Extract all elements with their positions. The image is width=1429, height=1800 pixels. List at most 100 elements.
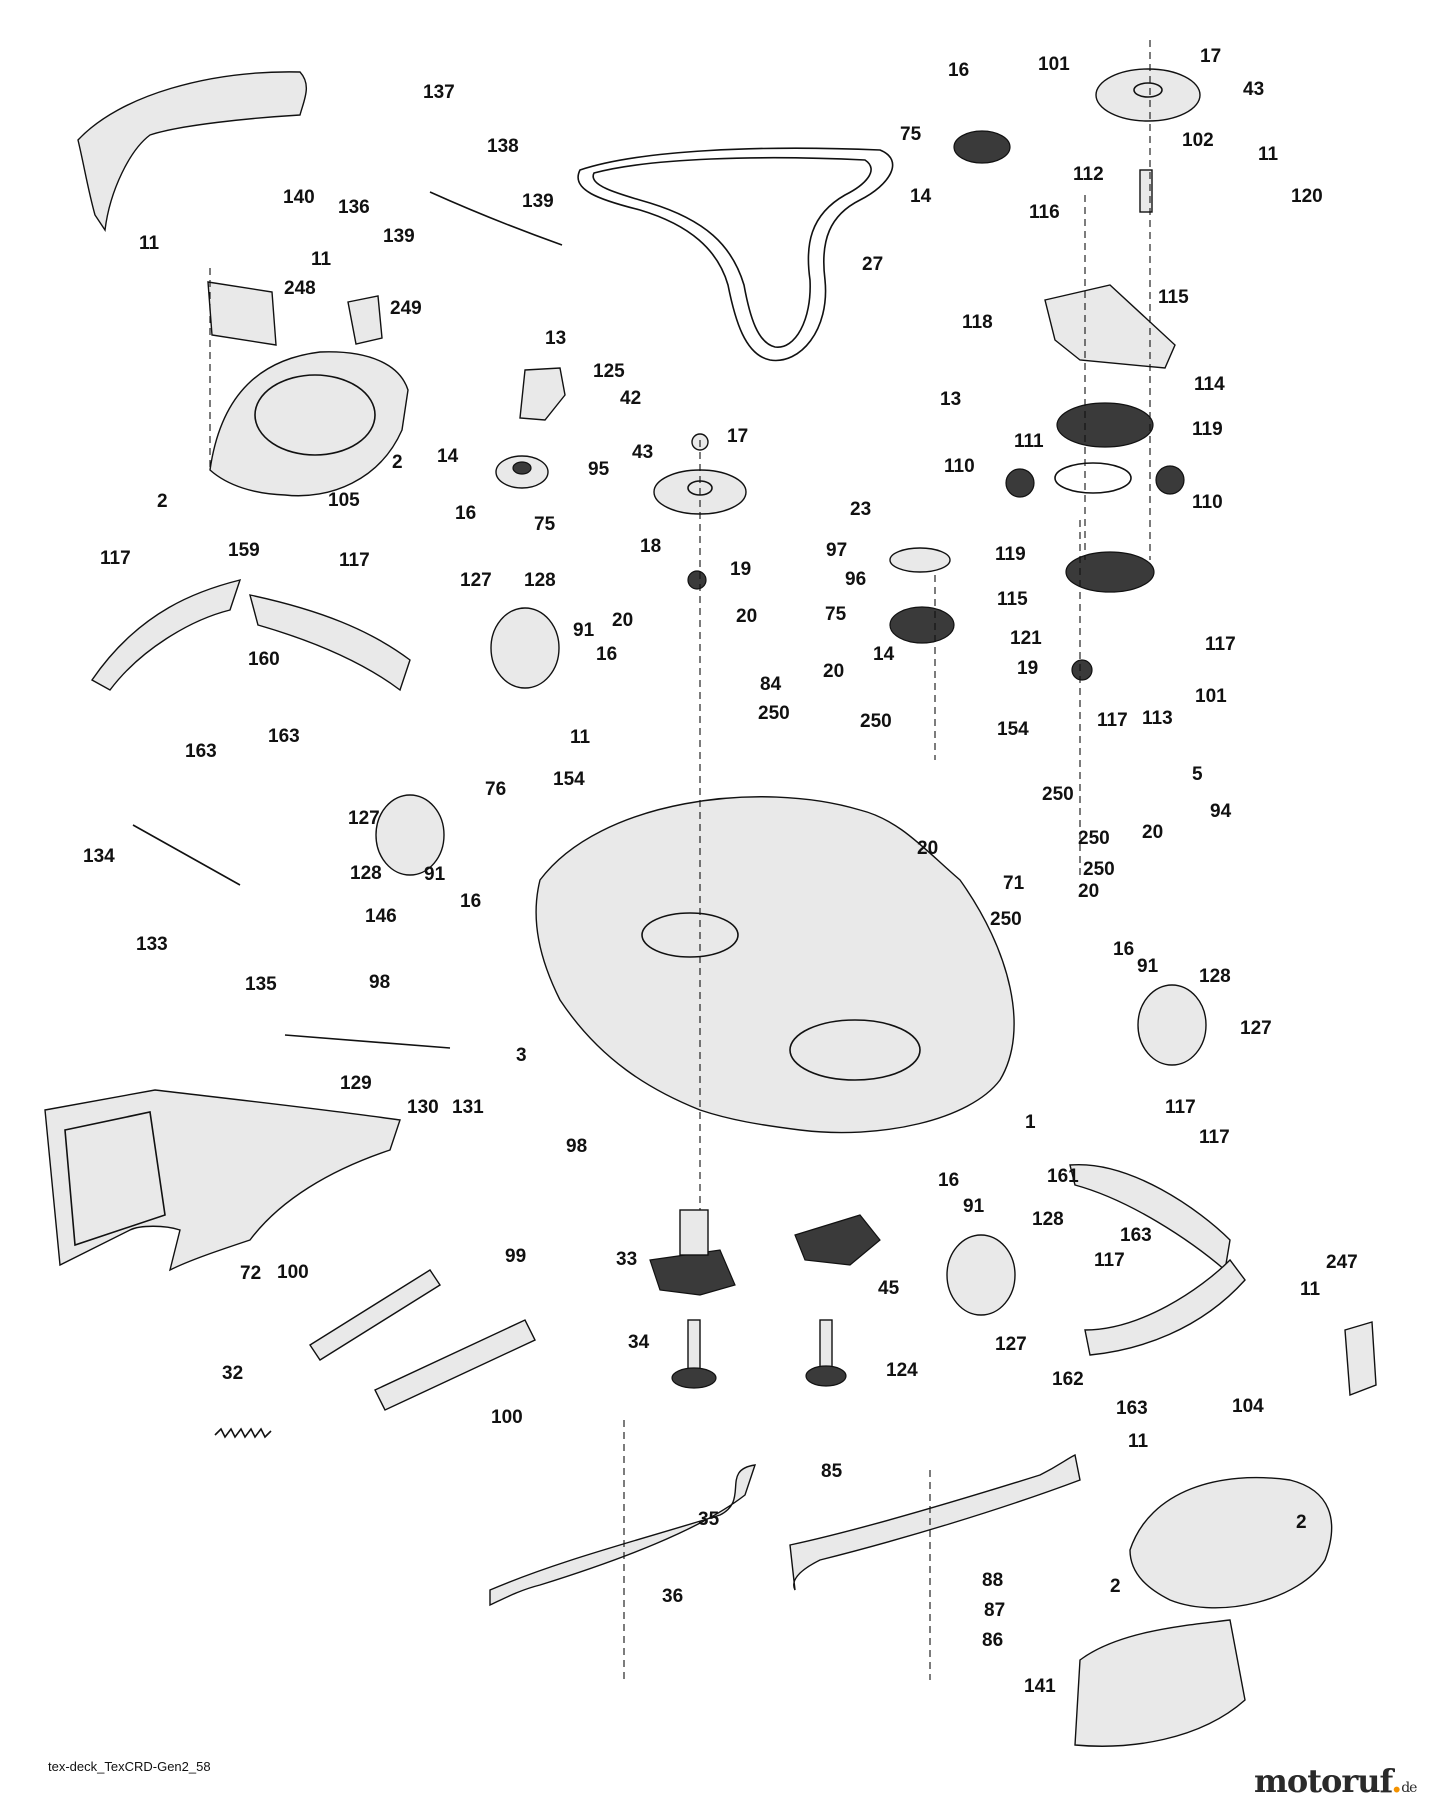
callout-label: 16 [938, 1170, 959, 1191]
callout-label: 97 [826, 540, 847, 561]
shield-plate-part [347, 295, 383, 345]
callout-label: 115 [1158, 287, 1189, 308]
callout-label: 11 [139, 233, 160, 254]
callout-label: 17 [1200, 46, 1221, 67]
bearing-part [687, 570, 707, 590]
callout-label: 116 [1029, 202, 1060, 223]
callout-label: 119 [1192, 419, 1223, 440]
callout-label: 96 [845, 569, 866, 590]
callout-label: 138 [487, 136, 519, 157]
pulley-cover-opening [254, 374, 376, 456]
callout-label: 11 [1128, 1431, 1149, 1452]
callout-label: 118 [962, 312, 993, 333]
callout-label: 128 [1199, 966, 1231, 987]
gear-part [1065, 551, 1155, 593]
callout-label: 11 [311, 249, 332, 270]
callout-label: 163 [1116, 1398, 1148, 1419]
callout-label: 75 [825, 604, 847, 625]
rod-part [284, 1034, 451, 1049]
callout-label: 20 [1078, 881, 1099, 902]
gauge-wheel-part [490, 607, 560, 689]
spindle-shaft-part [819, 1319, 833, 1373]
callout-label: 130 [407, 1097, 439, 1118]
callout-label: 117 [1165, 1097, 1196, 1118]
callout-label: 32 [222, 1363, 243, 1384]
callout-label: 91 [573, 620, 595, 641]
idler-pulley-hub [512, 461, 532, 475]
bearing-part [1071, 659, 1093, 681]
callout-label: 250 [1078, 828, 1110, 849]
callout-label: 120 [1291, 186, 1323, 207]
callout-label: 27 [862, 254, 883, 275]
callout-label: 110 [1192, 492, 1223, 513]
gasket-part [1054, 462, 1132, 494]
baffle-part [90, 579, 242, 691]
drawing-id: tex-deck_TexCRD-Gen2_58 [48, 1759, 211, 1774]
callout-label: 2 [392, 452, 403, 473]
callout-label: 35 [698, 1509, 720, 1530]
callout-label: 20 [917, 838, 938, 859]
callout-label: 136 [338, 197, 370, 218]
callout-label: 110 [944, 456, 975, 477]
callout-label: 128 [524, 570, 556, 591]
callout-label: 95 [588, 459, 610, 480]
pinion-gear-part [1155, 465, 1185, 495]
callout-label: 154 [553, 769, 585, 790]
shield-plate-part [207, 281, 277, 346]
callout-label: 100 [277, 1262, 309, 1283]
spindle-bearing-part [671, 1367, 717, 1389]
callout-label: 16 [460, 891, 481, 912]
callout-label: 16 [948, 60, 969, 81]
callout-label: 18 [640, 536, 661, 557]
callouts-group: 17 43 16 101 75 102 11 112 120 14 116 11… [83, 46, 1358, 1697]
pulley-cover-part [209, 351, 409, 497]
mower-blade-part [789, 1453, 1081, 1591]
washer-part [889, 547, 951, 573]
callout-label: 249 [390, 298, 422, 319]
callout-label: 33 [616, 1249, 637, 1270]
callout-label: 162 [1052, 1369, 1084, 1390]
gauge-wheel-part [375, 794, 445, 876]
callout-label: 139 [383, 226, 415, 247]
callout-label: 98 [369, 972, 390, 993]
callout-label: 134 [83, 846, 115, 867]
callout-label: 250 [1042, 784, 1074, 805]
callout-label: 114 [1194, 374, 1225, 395]
callout-label: 160 [248, 649, 280, 670]
callout-label: 101 [1195, 686, 1227, 707]
callout-label: 11 [570, 727, 591, 748]
callout-label: 124 [886, 1360, 918, 1381]
callout-label: 14 [873, 644, 895, 665]
callout-label: 128 [1032, 1209, 1064, 1230]
spindle-bearing-part [805, 1365, 847, 1387]
brand-watermark: motoruf.de [1254, 1762, 1417, 1800]
callout-label: 111 [1014, 431, 1044, 452]
callout-label: 1 [1025, 1112, 1036, 1133]
callout-label: 250 [758, 703, 790, 724]
callout-label: 19 [730, 559, 751, 580]
callout-label: 11 [1300, 1279, 1321, 1300]
callout-label: 117 [1094, 1250, 1125, 1271]
chute-arm-part [309, 1269, 441, 1361]
callout-label: 84 [760, 674, 782, 695]
mower-deck-part [535, 796, 1015, 1134]
spindle-housing-part [794, 1214, 881, 1266]
callout-label: 137 [423, 82, 455, 103]
gear-part [1056, 402, 1154, 448]
baffle-part [1084, 1258, 1246, 1356]
callout-label: 139 [522, 191, 554, 212]
callout-label: 85 [821, 1461, 843, 1482]
callout-label: 127 [460, 570, 492, 591]
callout-label: 16 [1113, 939, 1134, 960]
callout-label: 163 [268, 726, 300, 747]
callout-label: 163 [185, 741, 217, 762]
callout-label: 146 [365, 906, 397, 927]
callout-label: 14 [437, 446, 459, 467]
callout-label: 3 [516, 1045, 527, 1066]
callout-label: 163 [1120, 1225, 1152, 1246]
callout-label: 127 [1240, 1018, 1272, 1039]
gearbox-plate-part [1044, 284, 1176, 369]
discharge-chute-part [44, 1089, 401, 1272]
callout-label: 5 [1192, 764, 1203, 785]
